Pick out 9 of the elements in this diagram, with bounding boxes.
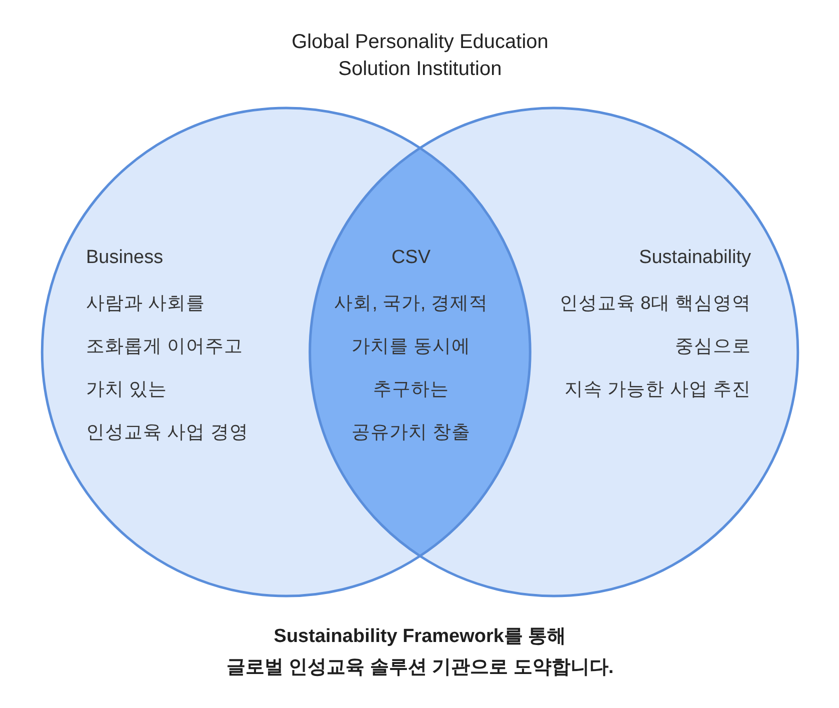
- region-heading: Sustainability: [639, 247, 751, 269]
- region-heading: Business: [86, 247, 164, 269]
- title: Global Personality Education Solution Institution: [292, 30, 548, 82]
- overlap-lens: [310, 148, 530, 556]
- caption: Sustainability Framework를 통해 글로벌 인성교육 솔루션 기관으로 도약합니다.: [226, 625, 614, 680]
- region-heading: CSV: [391, 247, 431, 269]
- region-text: 사람과 사회를 조화롭게 이어주고 가치 있는 인성교육 사업 경영: [86, 291, 248, 444]
- region-text: 인성교육 8대 핵심영역 중심으로 지속 가능한 사업 추진: [559, 291, 751, 401]
- region-text: 사회, 국가, 경제적 가치를 동시에 추구하는 공유가치 창출: [334, 291, 488, 444]
